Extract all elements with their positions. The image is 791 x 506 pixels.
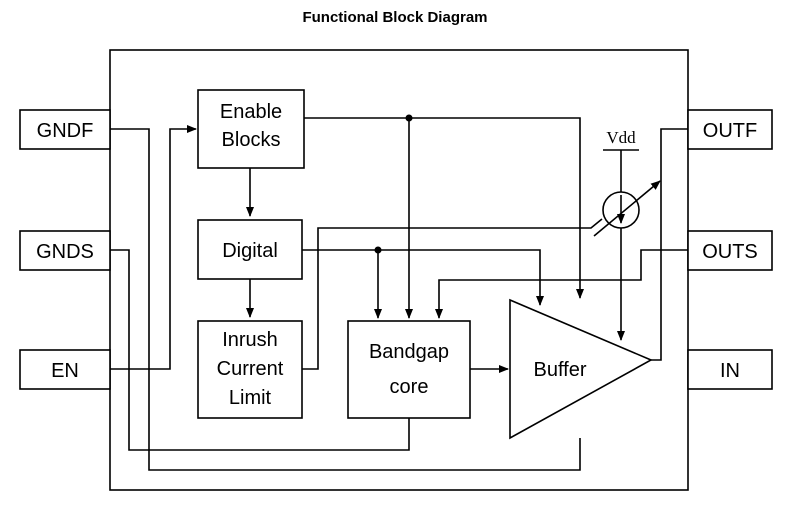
junction-dot <box>374 246 382 254</box>
block-inrush: Inrush Current Limit <box>197 320 303 419</box>
chip-outline <box>109 49 689 491</box>
block-enable: Enable Blocks <box>197 89 305 169</box>
current-source-symbol <box>593 180 661 237</box>
block-digital-label: Digital <box>222 240 278 262</box>
pin-outs: OUTS <box>687 230 773 271</box>
pin-in: IN <box>687 349 773 390</box>
block-buffer-label: Buffer <box>534 359 587 381</box>
block-enable-line2: Blocks <box>222 129 281 151</box>
pin-en-label: EN <box>51 360 79 382</box>
pin-gnds: GNDS <box>19 230 111 271</box>
pin-gnds-label: GNDS <box>36 241 94 263</box>
pin-en: EN <box>19 349 111 390</box>
pin-outf: OUTF <box>687 109 773 150</box>
block-bandgap-line2: core <box>390 376 429 398</box>
junction-dot <box>405 114 413 122</box>
block-inrush-line2: Current <box>217 358 284 380</box>
pin-in-label: IN <box>720 360 740 382</box>
pin-outs-label: OUTS <box>702 241 758 263</box>
pin-gndf: GNDF <box>19 109 111 150</box>
block-inrush-line3: Limit <box>229 387 272 409</box>
diagram-title: Functional Block Diagram <box>302 9 487 26</box>
block-inrush-line1: Inrush <box>222 329 278 351</box>
block-buffer: Buffer <box>509 298 653 440</box>
block-digital: Digital <box>197 219 303 280</box>
vdd-label: Vdd <box>606 128 636 147</box>
wires <box>110 117 688 471</box>
pin-gndf-label: GNDF <box>37 120 94 142</box>
block-bandgap: Bandgap core <box>347 320 471 419</box>
block-bandgap-line1: Bandgap <box>369 341 449 363</box>
pin-outf-label: OUTF <box>703 120 757 142</box>
block-enable-line1: Enable <box>220 101 282 123</box>
